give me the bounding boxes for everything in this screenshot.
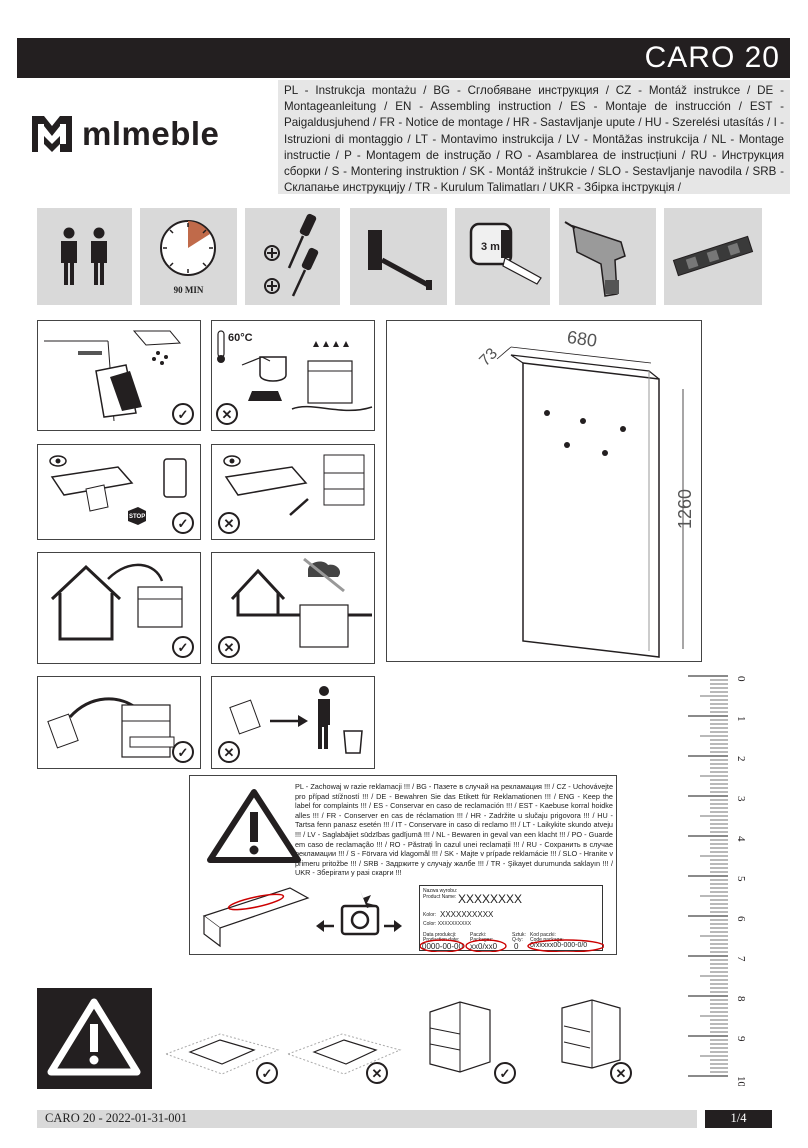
house-indoor-icon [50,563,183,641]
height-dimension: 1260 [675,489,695,529]
no-knife-open-icon [223,454,365,516]
floor-warning-icon-band [37,988,152,1089]
production-date-label: Data produkcji: [423,932,457,938]
code-value: 0/xxxxx00-000-0/0 [530,942,588,949]
ok-check-icon: ✓ [172,741,194,763]
color-label-en: Color: XXXXXXXXXX [423,921,472,927]
care-wipe-clean: ✓ [37,320,201,431]
qty-label-en: Q-ty: [512,937,523,943]
page-title: CARO 20 [644,41,780,74]
ruler-label: 5 [735,876,747,882]
ruler-label: 1 [735,716,747,722]
cleaning-cloth-icon [44,330,182,422]
production-date-value: 0000-00-00 [422,942,463,951]
color-label: Kolor: [423,912,437,918]
product-label-card: Nazwa wyrobu: Product Name: XXXXXXXX Kol… [419,885,604,952]
depth-dimension: 73 [476,345,501,370]
ruler-label: 8 [735,996,747,1002]
coat-rack-panel-drawing: 680 73 1260 [476,327,695,658]
ok-check-icon: ✓ [172,512,194,534]
ruler-label: 6 [735,916,747,922]
tool-time: 90 MIN [140,208,237,305]
time-label: 90 MIN [173,285,204,295]
color-value: XXXXXXXXXX [440,910,494,919]
tool-two-people [37,208,132,305]
tool-tape-measure: 3 m [455,208,550,305]
warning-triangle-icon [207,789,301,863]
no-discard-manual-icon [229,686,363,754]
packages-value: xx0/xx0 [470,942,498,951]
tool-screwdrivers [245,208,340,305]
stop-label: STOP [129,514,145,520]
not-allowed-icon: ✕ [218,512,240,534]
page-number: 1/4 [730,1111,747,1125]
ruler-label: 9 [735,1036,747,1042]
care-no-sharp-tools: ✕ [211,444,375,540]
care-no-outdoor: ✕ [211,552,375,664]
temperature-label: 60°C [228,332,253,344]
care-no-heat-moisture: 60°C ✕ [211,320,375,431]
ruler-label: 7 [735,956,747,962]
ruler-label: 2 [735,756,747,762]
not-allowed-icon: ✕ [610,1062,632,1084]
tape-label: 3 m [481,241,500,253]
not-allowed-icon: ✕ [218,741,240,763]
tool-level [664,208,762,305]
drill-icon [564,221,626,297]
product-dimensions-panel: 680 73 1260 [386,320,702,662]
ruler-ticks: 0 1 2 3 4 5 6 7 8 9 10 [688,675,747,1088]
complaint-warning-panel [189,775,617,955]
product-name-label-en: Product Name: [423,894,457,900]
clock-icon [160,220,216,276]
not-allowed-icon: ✕ [366,1062,388,1084]
spirit-level-icon [672,235,754,277]
title-bar: CARO 20 [17,38,790,78]
page-number-box: 1/4 [705,1110,772,1128]
two-people-icon [61,227,107,285]
qty-value: 0 [514,942,519,951]
brand-logo: mlmeble [30,112,219,156]
care-no-discard-manual: ✕ [211,676,375,769]
package-label-icon [202,887,310,948]
ruler-label: 0 [735,676,747,682]
care-keep-instructions: ✓ [37,676,201,769]
floor-assembly-guidance: ✓ ✕ ✓ ✕ [160,988,640,1089]
product-name-value: XXXXXXXX [458,892,523,906]
tool-hammer [350,208,447,305]
complaint-text: PL - Zachowaj w razie reklamacji !!! / B… [295,782,613,878]
camera-icon [316,890,402,936]
code-label: Kod paczki: [530,932,556,938]
ok-check-icon: ✓ [172,403,194,425]
ruler-label: 3 [735,796,747,802]
language-list: PL - Instrukcja montażu / BG - Сглобяван… [278,80,790,194]
manual-into-drawer-icon [47,697,175,758]
screwdriver-icon [264,213,319,297]
product-name-label: Nazwa wyrobu: [423,888,458,894]
measurement-ruler: 0 1 2 3 4 5 6 7 8 9 10 [684,668,752,1088]
qty-label: Sztuk: [512,932,526,938]
no-outdoor-icon [230,557,372,648]
care-inspect-damage: STOP ✓ [37,444,201,540]
document-id-bar: CARO 20 - 2022-01-31-001 [37,1110,697,1128]
care-indoor-use: ✓ [37,552,201,664]
warning-triangle-icon [47,998,141,1076]
not-allowed-icon: ✕ [216,403,238,425]
ok-check-icon: ✓ [494,1062,516,1084]
floor-protection-drawings [164,999,621,1075]
mlmeble-logo-icon [32,116,72,152]
tape-measure-icon: 3 m [469,222,542,285]
ruler-label: 4 [735,836,747,842]
width-dimension: 680 [566,327,599,351]
ok-check-icon: ✓ [256,1062,278,1084]
inspect-damage-icon: STOP [49,455,187,525]
ok-check-icon: ✓ [172,636,194,658]
not-allowed-icon: ✕ [218,636,240,658]
packages-label: Paczki: [470,932,487,938]
brand-name: mlmeble [82,115,220,152]
document-id: CARO 20 - 2022-01-31-001 [45,1111,188,1125]
hammer-icon [368,230,432,290]
thermometer-icon: 60°C [217,330,373,412]
tool-drill [559,208,656,305]
ruler-label: 10 [735,1076,747,1086]
